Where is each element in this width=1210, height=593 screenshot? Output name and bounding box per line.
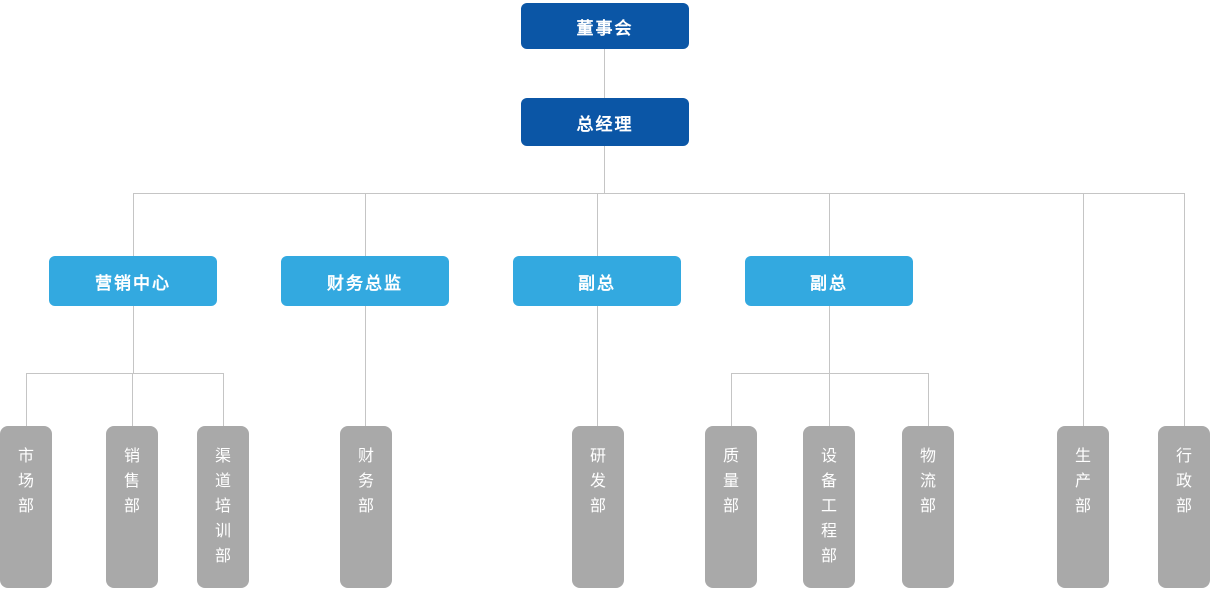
connector-line: [731, 373, 732, 426]
dept-label: 物流部: [919, 446, 936, 515]
connector-line: [597, 193, 598, 256]
connector-line: [365, 306, 366, 426]
dept-box-logistics: 物流部: [902, 426, 954, 588]
org-node-marketing-center: 营销中心: [49, 256, 217, 306]
connector-line: [133, 193, 1184, 194]
connector-line: [133, 193, 134, 256]
dept-label: 设备工程部: [820, 446, 837, 565]
org-node-label: 董事会: [576, 18, 634, 39]
org-node-vice-president-1: 副总: [513, 256, 681, 306]
connector-line: [829, 193, 830, 256]
dept-box-rnd: 研发部: [572, 426, 624, 588]
connector-line: [1083, 193, 1084, 426]
dept-label: 渠道培训部: [214, 446, 231, 565]
connector-line: [26, 373, 27, 426]
org-node-label: 副总: [578, 273, 616, 294]
connector-line: [829, 306, 830, 373]
dept-label: 质量部: [722, 446, 739, 515]
org-node-label: 财务总监: [327, 273, 403, 294]
dept-label: 研发部: [589, 446, 606, 515]
dept-label: 财务部: [357, 446, 374, 515]
connector-line: [928, 373, 929, 426]
connector-line: [1184, 193, 1185, 426]
connector-line: [26, 373, 223, 374]
dept-box-quality: 质量部: [705, 426, 757, 588]
org-node-label: 营销中心: [95, 273, 171, 294]
dept-box-equipment-engineering: 设备工程部: [803, 426, 855, 588]
dept-label: 销售部: [123, 446, 140, 515]
org-node-finance-director: 财务总监: [281, 256, 449, 306]
org-node-label: 总经理: [576, 114, 634, 135]
dept-label: 生产部: [1074, 446, 1091, 515]
dept-label: 行政部: [1175, 446, 1192, 515]
connector-line: [365, 193, 366, 256]
org-node-general-manager: 总经理: [521, 98, 689, 146]
connector-line: [829, 373, 830, 426]
connector-line: [604, 49, 605, 98]
dept-box-administration: 行政部: [1158, 426, 1210, 588]
connector-line: [604, 146, 605, 193]
dept-label: 市场部: [17, 446, 34, 515]
org-node-label: 副总: [810, 273, 848, 294]
connector-line: [133, 306, 134, 373]
dept-box-finance: 财务部: [340, 426, 392, 588]
dept-box-production: 生产部: [1057, 426, 1109, 588]
org-node-vice-president-2: 副总: [745, 256, 913, 306]
connector-line: [597, 306, 598, 426]
dept-box-market: 市场部: [0, 426, 52, 588]
connector-line: [132, 373, 133, 426]
dept-box-sales: 销售部: [106, 426, 158, 588]
dept-box-channel-training: 渠道培训部: [197, 426, 249, 588]
connector-line: [223, 373, 224, 426]
org-node-board: 董事会: [521, 3, 689, 49]
